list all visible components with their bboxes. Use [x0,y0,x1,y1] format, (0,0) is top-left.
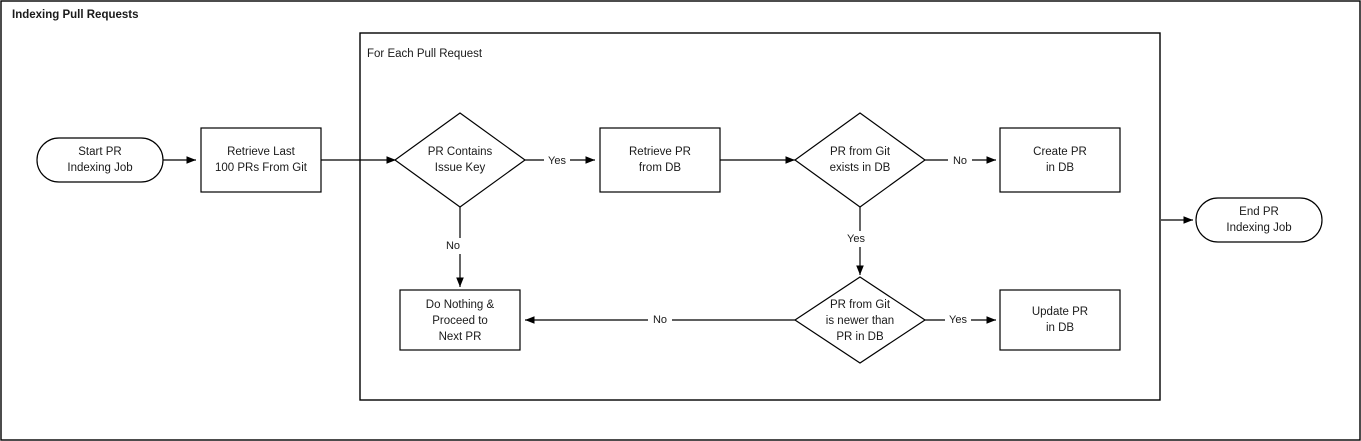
node-exists-db-line-2: exists in DB [830,162,891,174]
node-end-line-2: Indexing Job [1226,222,1291,234]
node-do-nothing-line-2: Proceed to [432,315,488,327]
node-retrieve-db-line-1: Retrieve PR [629,146,691,158]
page-title: Indexing Pull Requests [12,9,139,21]
node-end-line-1: End PR [1239,206,1279,218]
node-is-newer-line-1: PR from Git [830,299,891,311]
edge-label-exists-db-yes-text: Yes [847,233,865,245]
node-update-pr-shape [999,289,1121,351]
edge-label-exists-db-no: No [948,152,972,168]
node-do-nothing-proceed[interactable]: Do Nothing & Proceed to Next PR [399,289,521,351]
node-create-pr-shape [999,127,1121,193]
node-update-pr-line-2: in DB [1046,322,1074,334]
node-is-newer-line-2: is newer than [826,315,894,327]
node-end-shape [1195,197,1323,243]
node-retrieve-git-line-1: Retrieve Last [227,146,296,158]
edge-label-is-newer-yes-text: Yes [949,314,967,326]
node-retrieve-last-100-prs[interactable]: Retrieve Last 100 PRs From Git [200,127,322,193]
edge-label-contains-key-yes: Yes [544,152,570,168]
node-contains-key-shape [393,112,527,208]
edge-label-is-newer-no-text: No [653,314,667,326]
edge-label-contains-key-no: No [442,238,464,254]
node-do-nothing-line-3: Next PR [439,331,482,343]
node-retrieve-db-shape [599,127,721,193]
edge-label-exists-db-no-text: No [953,155,967,167]
loop-frame [359,32,1161,401]
node-create-pr-line-2: in DB [1046,162,1074,174]
node-end-pr-indexing-job[interactable]: End PR Indexing Job [1195,197,1323,243]
node-update-pr-line-1: Update PR [1032,306,1088,318]
node-exists-db-shape [793,112,927,208]
node-retrieve-git-shape [200,127,322,193]
node-pr-contains-issue-key[interactable]: PR Contains Issue Key [393,112,527,208]
node-contains-key-line-2: Issue Key [435,162,486,174]
node-contains-key-line-1: PR Contains [428,146,493,158]
node-do-nothing-line-1: Do Nothing & [426,299,495,311]
node-pr-is-newer[interactable]: PR from Git is newer than PR in DB [793,276,927,364]
edge-label-contains-key-yes-text: Yes [548,155,566,167]
node-start-pr-indexing-job[interactable]: Start PR Indexing Job [36,137,164,183]
node-is-newer-line-3: PR in DB [836,331,884,343]
node-exists-db-line-1: PR from Git [830,146,891,158]
node-retrieve-db-line-2: from DB [639,162,682,174]
edge-label-is-newer-no: No [648,312,672,328]
node-start-line-1: Start PR [78,146,121,158]
edge-label-exists-db-yes: Yes [843,231,869,247]
edge-label-contains-key-no-text: No [446,240,460,252]
node-do-nothing-shape [399,289,521,351]
edge-label-is-newer-yes: Yes [945,312,971,328]
node-retrieve-pr-from-db[interactable]: Retrieve PR from DB [599,127,721,193]
node-retrieve-git-line-2: 100 PRs From Git [215,162,308,174]
node-start-line-2: Indexing Job [67,162,132,174]
node-create-pr-in-db[interactable]: Create PR in DB [999,127,1121,193]
loop-frame-title: For Each Pull Request [367,48,483,60]
node-create-pr-line-1: Create PR [1033,146,1087,158]
node-update-pr-in-db[interactable]: Update PR in DB [999,289,1121,351]
node-is-newer-shape [793,276,927,364]
node-start-shape [36,137,164,183]
node-pr-exists-in-db[interactable]: PR from Git exists in DB [793,112,927,208]
